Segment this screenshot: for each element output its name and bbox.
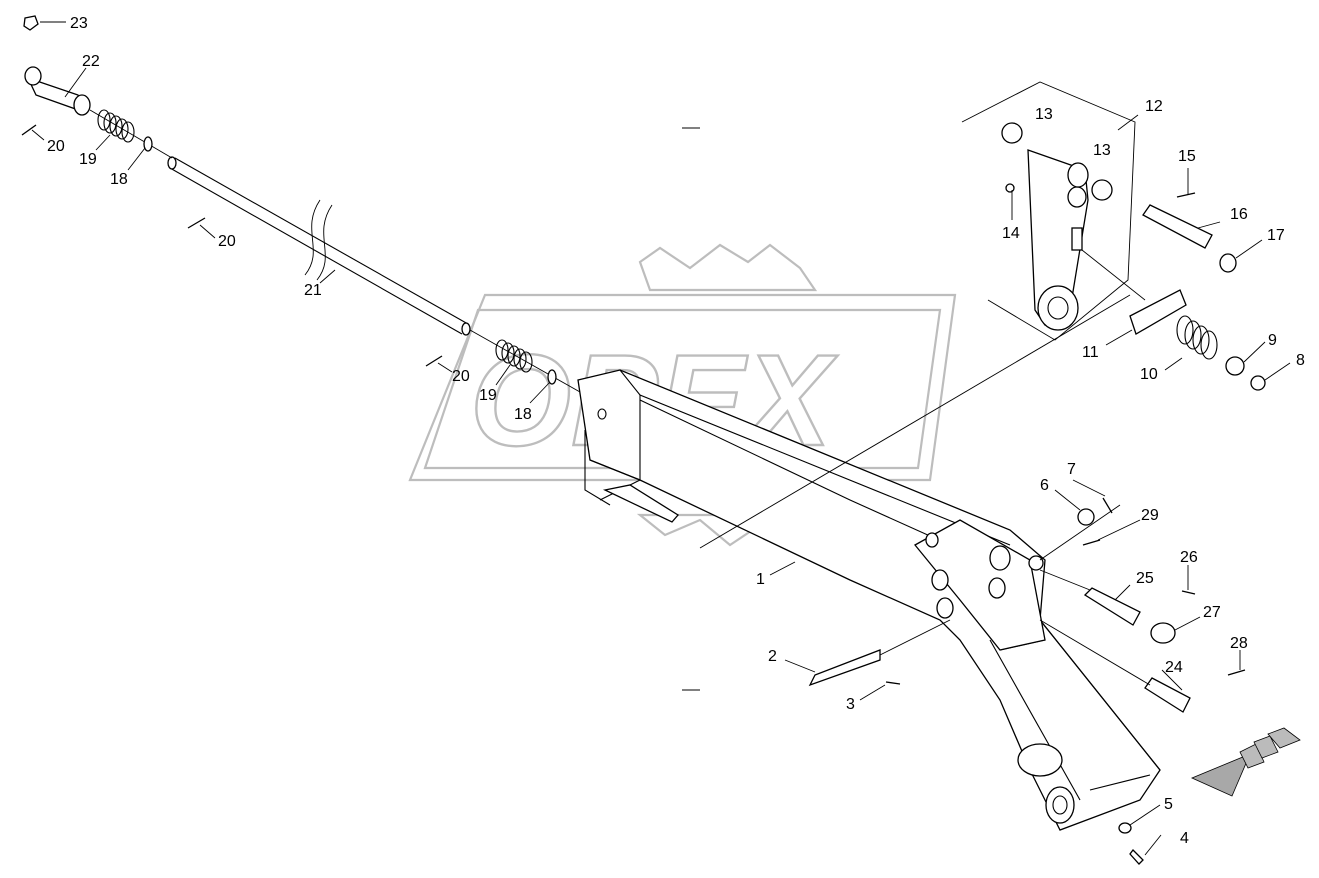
nut-23 [23,15,39,31]
callout-15: 15 [1178,148,1196,165]
callout-5: 5 [1164,796,1173,813]
callout-11: 11 [1082,344,1099,361]
split-pin-20-a [21,124,37,136]
split-pin-20-b [187,217,206,229]
callout-17: 17 [1267,227,1285,244]
callout-18-lower: 18 [514,406,532,423]
callout-19-lower: 19 [479,387,497,404]
callout-21: 21 [304,282,322,299]
callout-9: 9 [1268,332,1277,349]
callout-27: 27 [1203,604,1221,621]
callout-7: 7 [1067,461,1076,478]
ring-17 [1219,253,1237,273]
split-pin-15 [1176,192,1196,198]
callout-1: 1 [756,571,765,588]
rod-assembly [89,109,581,393]
callout-20-upper: 20 [47,138,65,155]
bushing-22 [24,66,91,116]
bolt-4 [1129,849,1144,865]
pin-2 [808,649,881,687]
washer-27 [1150,622,1176,644]
pin-25 [1083,587,1141,626]
split-pin-26 [1181,590,1196,595]
washer-6 [1077,508,1095,526]
callout-12: 12 [1145,98,1163,115]
callout-3: 3 [846,696,855,713]
callout-13-left: 13 [1035,106,1053,123]
callout-2: 2 [768,648,777,665]
pin-24 [1144,677,1191,713]
callout-13-right: 13 [1093,142,1111,159]
callout-14: 14 [1002,225,1020,242]
callout-23: 23 [70,15,88,32]
callout-29: 29 [1141,507,1159,524]
callout-leaders [31,21,1291,856]
callout-10: 10 [1140,366,1158,383]
callout-26: 26 [1180,549,1198,566]
callout-6: 6 [1040,477,1049,494]
pin-16 [1142,204,1213,249]
spring-19-upper [97,109,135,143]
nut-8 [1250,375,1266,391]
split-pin-3 [885,681,901,685]
callout-8: 8 [1296,352,1305,369]
lever-assembly-12 [961,81,1146,341]
spring-19-lower [495,339,533,373]
split-pin-28 [1227,669,1246,676]
boom-arm [577,369,1161,831]
split-pin-7 [1102,497,1113,514]
callout-20-lower: 20 [452,368,470,385]
callout-20-middle: 20 [218,233,236,250]
washer-5 [1118,822,1132,834]
callout-16: 16 [1230,206,1248,223]
spring-10 [1176,315,1218,360]
plate-11 [1129,289,1187,335]
callout-22: 22 [82,53,100,70]
direction-arrow [1190,727,1301,797]
washer-18-lower [547,369,557,385]
washer-9 [1225,356,1245,376]
pin-29 [1082,539,1101,546]
callout-4: 4 [1180,830,1189,847]
callout-18-upper: 18 [110,171,128,188]
callout-28: 28 [1230,635,1248,652]
washer-18-upper [143,136,153,152]
split-pin-20-c [425,355,443,367]
callout-25: 25 [1136,570,1154,587]
callout-24: 24 [1165,659,1183,676]
callout-19-upper: 19 [79,151,97,168]
